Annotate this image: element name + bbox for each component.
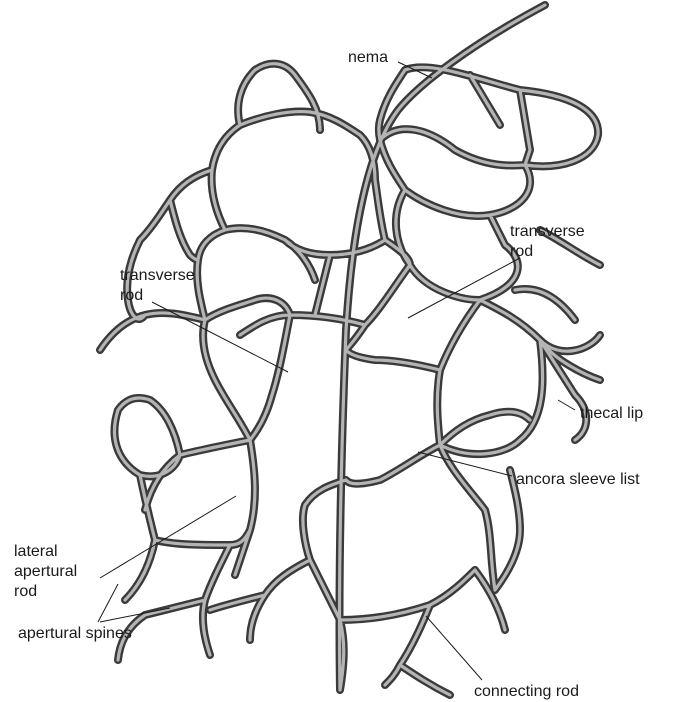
label-ancora-sleeve-list: ancora sleeve list: [516, 471, 640, 488]
label-connecting-rod: connecting rod: [474, 683, 579, 700]
label-lateral-apertural-rod: lateral apertural rod: [14, 543, 82, 600]
skeletal-framework: [100, 5, 600, 695]
rod-network-outline: [100, 5, 600, 695]
label-apertural-spines: apertural spines: [18, 625, 132, 642]
leader-apertural-spine-left: [98, 584, 118, 622]
label-nema: nema: [348, 49, 388, 66]
leader-thecal-lip: [558, 400, 575, 410]
leader-connecting-rod: [426, 616, 482, 680]
label-thecal-lip: thecal lip: [580, 405, 643, 422]
label-transverse-rod-left: transverse rod: [120, 267, 199, 304]
